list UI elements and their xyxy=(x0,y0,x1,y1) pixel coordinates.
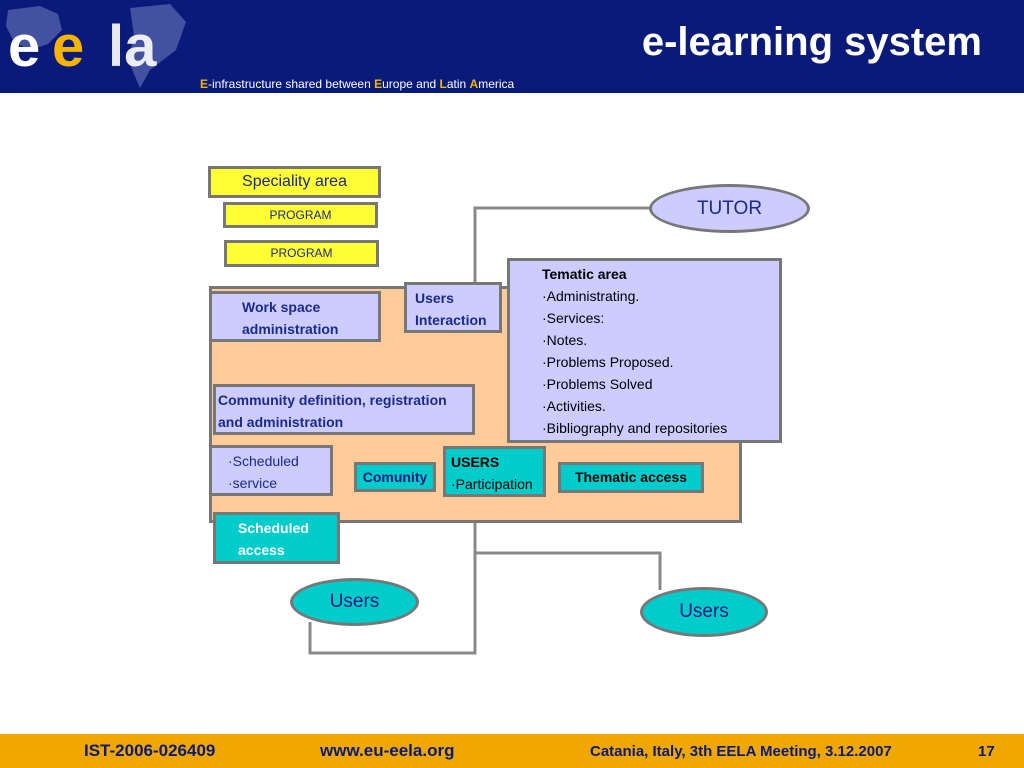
item-text: Problems Proposed. xyxy=(546,354,674,370)
box-line: Work space xyxy=(242,299,321,315)
community-definition-box: Community definition, registration and a… xyxy=(213,384,475,435)
tematic-item: ·Notes. xyxy=(542,332,588,348)
tematic-item: ·Activities. xyxy=(542,398,606,414)
item-text: Activities. xyxy=(546,398,606,414)
program-box: PROGRAM xyxy=(223,202,378,228)
speciality-area-box: Speciality area xyxy=(208,166,381,198)
svg-text:e: e xyxy=(8,14,40,79)
users-title: USERS xyxy=(451,454,500,470)
users-ellipse-right: Users xyxy=(640,587,768,637)
box-line: administration xyxy=(242,321,339,337)
item-text: Services: xyxy=(546,310,605,326)
tematic-area-box: Tematic area ·Administrating. ·Services:… xyxy=(507,258,782,443)
tagline-part: A xyxy=(469,77,479,91)
tematic-title: Tematic area xyxy=(542,266,627,282)
item-text: Bibliography and repositories xyxy=(546,420,728,436)
box-line: ·service xyxy=(228,475,278,491)
comunity-box: Comunity xyxy=(354,462,436,492)
box-line: Scheduled xyxy=(238,520,309,536)
users-interaction-box: Users Interaction xyxy=(404,282,502,333)
tagline-part: E xyxy=(200,77,209,91)
tematic-item: ·Services: xyxy=(542,310,605,326)
tematic-item: ·Problems Solved xyxy=(542,376,653,392)
tagline-part: L xyxy=(439,77,447,91)
box-line: Users xyxy=(415,290,454,306)
thematic-access-box: Thematic access xyxy=(558,462,704,493)
svg-text:la: la xyxy=(108,14,157,79)
scheduled-access-box: Scheduled access xyxy=(213,512,340,564)
item-text: Notes. xyxy=(546,332,588,348)
users-participation-box: USERS ·Participation xyxy=(443,446,546,497)
workspace-admin-box: Work space administration xyxy=(209,291,381,342)
users-ellipse-left: Users xyxy=(290,578,419,626)
box-line: access xyxy=(238,542,285,558)
tagline: E-infrastructure shared between Europe a… xyxy=(200,77,514,91)
eela-logo: e e la xyxy=(6,4,186,88)
slide-title: e-learning system xyxy=(641,20,982,64)
item-text: Participation xyxy=(455,476,533,492)
item-text: Scheduled xyxy=(232,453,299,469)
page-number: 17 xyxy=(978,743,995,760)
box-line: ·Scheduled xyxy=(228,453,299,469)
tematic-item: ·Bibliography and repositories xyxy=(542,420,728,436)
box-line: Community definition, registration xyxy=(218,392,447,408)
tagline-part: urope and xyxy=(382,77,440,91)
item-text: service xyxy=(232,475,278,491)
tagline-part: merica xyxy=(478,77,515,91)
tematic-item: ·Administrating. xyxy=(542,288,640,304)
svg-text:e: e xyxy=(52,14,84,79)
footer-url[interactable]: www.eu-eela.org xyxy=(320,741,455,760)
tagline-part: -infrastructure shared between xyxy=(208,77,375,91)
box-line: Interaction xyxy=(415,312,487,328)
tematic-item: ·Problems Proposed. xyxy=(542,354,674,370)
footer-event: Catania, Italy, 3th EELA Meeting, 3.12.2… xyxy=(590,743,892,760)
box-line: and administration xyxy=(218,414,344,430)
item-text: Administrating. xyxy=(546,288,640,304)
item-text: Problems Solved xyxy=(546,376,653,392)
scheduled-service-box: ·Scheduled ·service xyxy=(209,445,333,496)
tagline-part: atin xyxy=(446,77,470,91)
box-line: ·Participation xyxy=(451,476,533,492)
tutor-ellipse: TUTOR xyxy=(649,184,810,233)
tagline-part: E xyxy=(374,77,383,91)
footer-project-id: IST-2006-026409 xyxy=(84,741,216,760)
program-box: PROGRAM xyxy=(224,240,379,267)
footer-bar xyxy=(0,734,1024,768)
